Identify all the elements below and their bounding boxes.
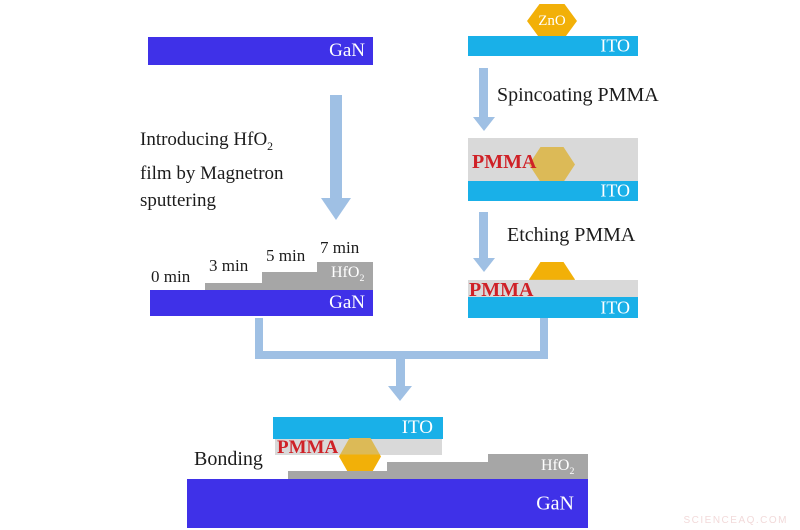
pmma-label-stage2: PMMA [472, 151, 537, 173]
ito-label: ITO [600, 35, 630, 56]
sputtering-line2: film by Magnetron [140, 162, 284, 184]
gan-label: GaN [536, 492, 574, 514]
ito-layer-stage3: ITO [468, 297, 638, 318]
gan-substrate-stepped: GaN [150, 290, 373, 316]
sputtering-arrow-head [321, 198, 351, 220]
spincoating-arrow-shaft [479, 68, 488, 117]
merge-arrow-shaft [396, 359, 405, 386]
hfo2-step-3min [205, 283, 262, 290]
ito-layer-stage2: ITO [468, 181, 638, 201]
ito-label: ITO [600, 180, 630, 201]
merge-connector-right-vertical [540, 318, 548, 359]
time-label-3min: 3 min [209, 256, 249, 275]
pmma-layer-etched [468, 280, 638, 297]
ito-label: ITO [600, 297, 630, 317]
hfo2-label-stepped: HfO2 [331, 264, 365, 285]
etching-arrow-head [473, 258, 495, 272]
merge-arrow-head [388, 386, 412, 401]
sputtering-line1: Introducing HfO2 [140, 129, 274, 153]
sputtering-arrow-shaft [330, 95, 342, 198]
etching-arrow-shaft [479, 212, 488, 258]
bonding-step-label: Bonding [194, 448, 263, 470]
zno-microwire-embedded-hexagon [529, 147, 575, 182]
hfo2-step-5min [262, 272, 317, 290]
hfo2-bonded-step-mid [387, 462, 488, 479]
hfo2-step-7min [317, 262, 373, 290]
time-label-5min: 5 min [266, 246, 306, 265]
sputtering-step-label: Introducing HfO2 film by Magnetron sputt… [140, 126, 284, 214]
zno-label: ZnO [538, 12, 566, 29]
gan-substrate-initial: GaN [148, 37, 373, 65]
pmma-label-stage3: PMMA [469, 279, 534, 301]
merge-connector-horizontal [255, 351, 548, 359]
sputtering-line3: sputtering [140, 189, 216, 211]
hfo2-label-bonded: HfO2 [541, 457, 575, 478]
time-label-0min: 0 min [151, 267, 191, 286]
ito-label: ITO [401, 417, 433, 438]
watermark: SCIENCEAQ.COM [683, 515, 788, 526]
hfo2-bonded-step-thick [488, 454, 588, 479]
hfo2-bonded-step-thin [288, 471, 387, 479]
spincoating-step-label: Spincoating PMMA [497, 84, 659, 106]
pmma-label-bonded: PMMA [277, 437, 339, 458]
etching-step-label: Etching PMMA [507, 224, 636, 246]
gan-label: GaN [329, 40, 365, 61]
spincoating-arrow-head [473, 117, 495, 131]
ito-layer-initial: ITO [468, 36, 638, 56]
gan-substrate-bonded: GaN [187, 479, 588, 528]
time-label-7min: 7 min [320, 238, 360, 257]
zno-microwire-hexagon: ZnO [527, 4, 577, 38]
merge-connector-left-vertical [255, 318, 263, 359]
gan-label: GaN [329, 292, 365, 313]
ito-layer-bonded: ITO [273, 417, 443, 439]
